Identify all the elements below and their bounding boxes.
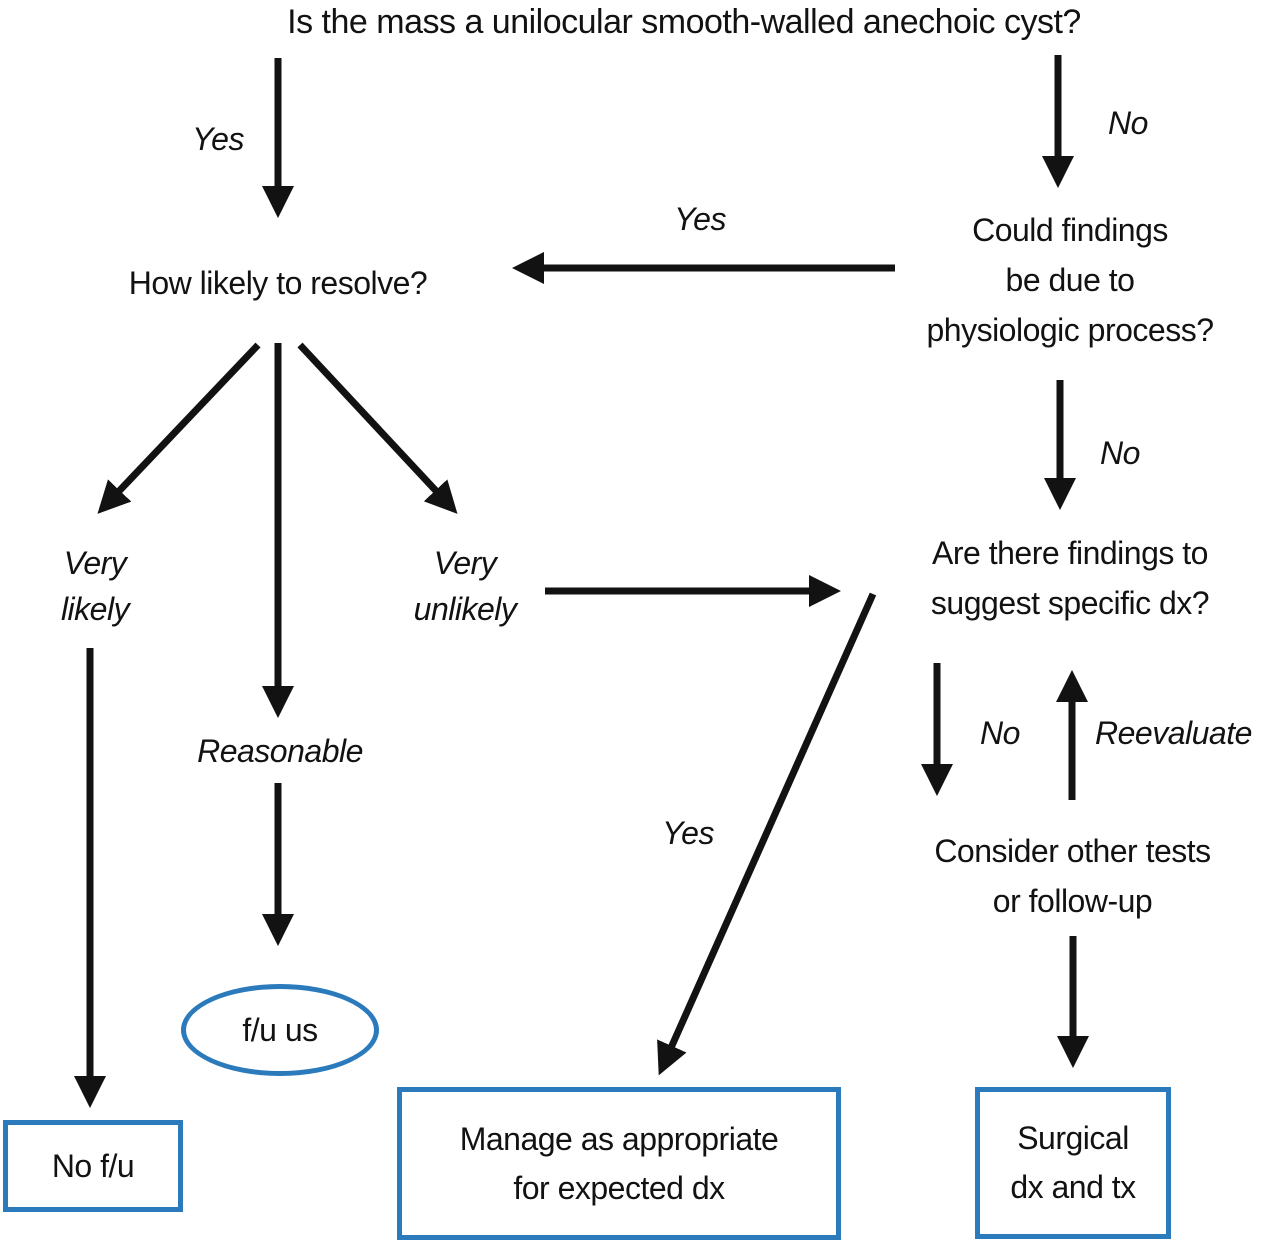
outcome-ellipse-fu-us: f/u us xyxy=(181,984,379,1076)
node-question-physiologic: Could findings be due to physiologic pro… xyxy=(926,212,1214,348)
node-question-resolve: How likely to resolve? xyxy=(128,265,428,301)
arrow-findings-yes-to-manage xyxy=(657,592,877,1076)
edge-label-very-likely: Very likely xyxy=(60,545,130,627)
edge-label-no-cyst: No xyxy=(1108,105,1148,141)
outcome-box-manage: Manage as appropriate for expected dx xyxy=(397,1087,841,1240)
node-consider-other-tests: Consider other tests or follow-up xyxy=(934,833,1211,919)
outcome-box-surgical: Surgical dx and tx xyxy=(975,1087,1171,1239)
outcome-box-no-fu: No f/u xyxy=(3,1120,183,1212)
edge-label-no-physiologic: No xyxy=(1100,435,1140,471)
edge-label-yes-physiologic: Yes xyxy=(674,201,726,237)
edge-label-reevaluate: Reevaluate xyxy=(1095,715,1252,751)
node-question-cyst: Is the mass a unilocular smooth-walled a… xyxy=(287,3,1081,41)
edge-label-reasonable: Reasonable xyxy=(197,733,363,769)
node-question-findings: Are there findings to suggest specific d… xyxy=(930,535,1210,621)
arrow-branch-right xyxy=(297,342,458,514)
arrow-branch-left xyxy=(97,342,261,514)
edge-label-very-unlikely: Very unlikely xyxy=(413,545,517,627)
edge-label-yes-cyst: Yes xyxy=(192,121,244,157)
edge-label-no-findings: No xyxy=(980,715,1020,751)
edge-label-yes-findings: Yes xyxy=(662,815,714,851)
